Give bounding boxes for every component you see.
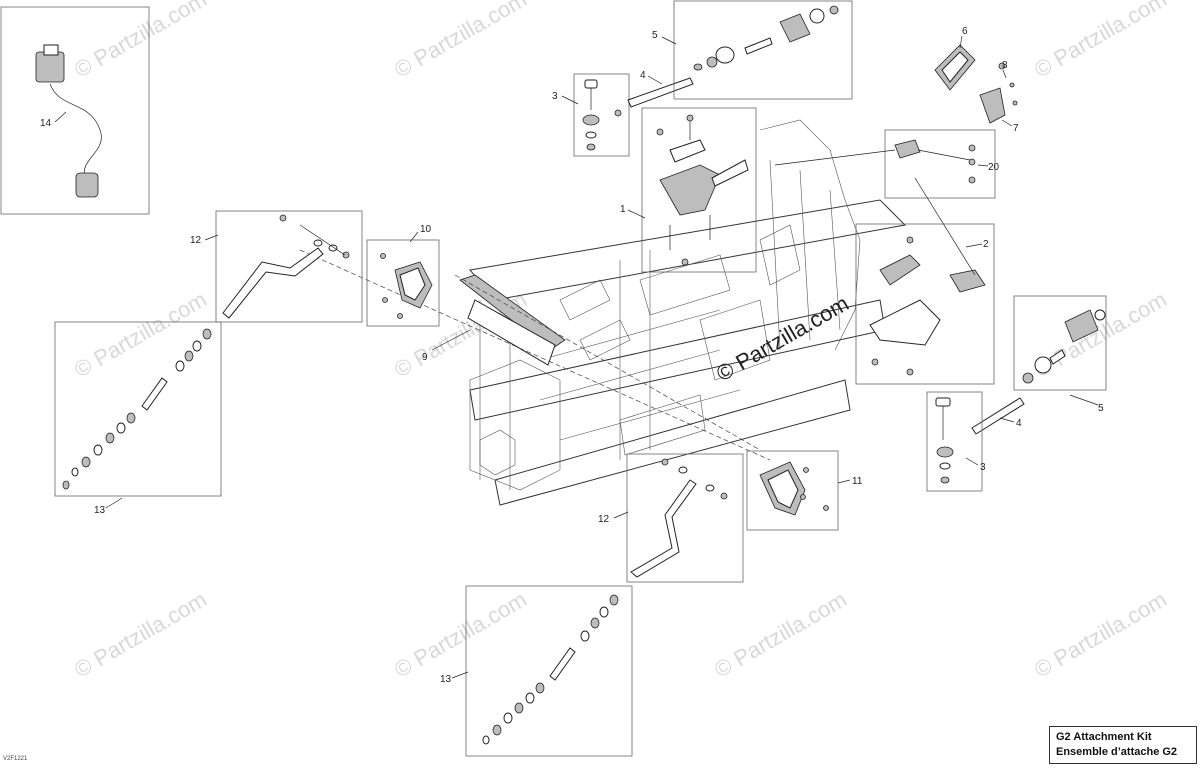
- kit-box-12-upper: 12: [190, 210, 363, 323]
- callout-4-right: 4: [1016, 418, 1022, 429]
- kit-box-11: 11: [746, 450, 863, 531]
- callout-12-lower: 12: [598, 514, 610, 525]
- callout-6: 6: [962, 26, 968, 37]
- callout-5-right: 5: [1098, 403, 1104, 414]
- caption-english: G2 Attachment Kit: [1056, 731, 1152, 743]
- callout-12-upper: 12: [190, 235, 202, 246]
- watermark: © Partzilla.com: [70, 587, 211, 683]
- main-frame: [299, 119, 907, 506]
- drawing-code: V2F1221: [3, 756, 28, 762]
- kit-box-14: [0, 6, 150, 215]
- callout-9: 9: [422, 352, 428, 363]
- connector-plug: [75, 172, 99, 198]
- kit-box-13-left: 13: [54, 321, 222, 516]
- callout-13-bottom: 13: [440, 674, 452, 685]
- callout-3-top: 3: [552, 91, 558, 102]
- watermark: © Partzilla.com: [710, 587, 851, 683]
- kit-box-5-right: 5: [1013, 295, 1107, 414]
- callout-11: 11: [852, 476, 863, 487]
- callout-7: 7: [1013, 123, 1019, 134]
- kit-box-1: 1: [620, 107, 757, 273]
- kit-box-12-lower: 12: [598, 453, 744, 583]
- callout-10: 10: [420, 224, 432, 235]
- watermark: © Partzilla.com: [70, 0, 211, 82]
- callout-4-top: 4: [640, 70, 646, 81]
- callout-3-right: 3: [980, 462, 986, 473]
- caption-french: Ensemble d’attache G2: [1056, 746, 1178, 758]
- watermark: © Partzilla.com: [1030, 587, 1171, 683]
- callout-20: 20: [988, 162, 1000, 173]
- pin-4-right: 4: [971, 397, 1025, 435]
- watermark: © Partzilla.com: [390, 0, 531, 82]
- kit-caption: G2 Attachment Kit Ensemble d’attache G2: [1049, 726, 1197, 764]
- connector-body: [35, 51, 65, 83]
- kit-brackets-6-7-8: 6 8 7: [934, 26, 1019, 134]
- callout-1: 1: [620, 204, 626, 215]
- callout-8: 8: [1002, 60, 1008, 71]
- watermark: © Partzilla.com: [390, 587, 531, 683]
- callout-5-top: 5: [652, 30, 658, 41]
- watermark: © Partzilla.com: [1030, 0, 1171, 82]
- kit-box-3-right: 3: [926, 391, 986, 492]
- watermark-layer: © Partzilla.com © Partzilla.com © Partzi…: [70, 0, 1171, 682]
- callout-14: 14: [40, 118, 52, 129]
- watermark-large: © Partzilla.com: [712, 291, 853, 387]
- callout-9-group: 9: [422, 329, 471, 363]
- kit-box-harness: 14: [0, 6, 150, 215]
- kit-box-10: 10: [366, 224, 440, 327]
- pin-4-top: 4: [627, 70, 694, 108]
- kit-box-20: 20: [774, 129, 1000, 199]
- kit-box-3-top: 3: [552, 73, 630, 157]
- kit-box-5-top: 5: [652, 0, 853, 100]
- connector-latch: [43, 44, 59, 56]
- kit-box-2: 2: [855, 177, 995, 385]
- callout-2: 2: [983, 239, 989, 250]
- watermark: © Partzilla.com: [70, 287, 211, 383]
- kit-box-13-bottom: 13: [440, 585, 633, 757]
- watermark: © Partzilla.com: [1030, 287, 1171, 383]
- callout-13-left: 13: [94, 505, 106, 516]
